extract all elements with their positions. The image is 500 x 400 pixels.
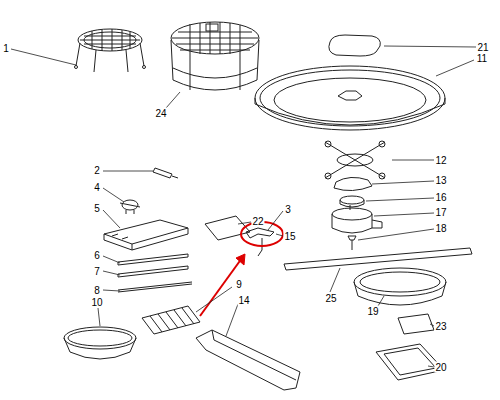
callout-number: 8 bbox=[93, 285, 101, 296]
callout-number: 23 bbox=[434, 321, 447, 332]
callout-number: 3 bbox=[284, 204, 292, 215]
roller-ring bbox=[325, 141, 385, 179]
tall-rack bbox=[171, 22, 259, 90]
highlight-arrow bbox=[200, 258, 242, 316]
callout-number: 25 bbox=[324, 293, 337, 304]
callout-number: 2 bbox=[93, 165, 101, 176]
wire-rack bbox=[142, 306, 200, 334]
bracket bbox=[246, 228, 274, 256]
callout-number: 1 bbox=[2, 43, 10, 54]
callout-number: 21 bbox=[476, 42, 489, 53]
callout-number: 4 bbox=[93, 182, 101, 193]
turntable-motor bbox=[332, 205, 382, 233]
callout-number: 14 bbox=[237, 295, 250, 306]
sensor-part bbox=[153, 168, 178, 178]
callout-number: 22 bbox=[251, 216, 264, 227]
callout-number: 11 bbox=[476, 53, 488, 64]
callout-number: 19 bbox=[366, 306, 379, 317]
callout-number: 5 bbox=[93, 203, 101, 214]
trim-strip bbox=[284, 248, 472, 270]
callout-number: 7 bbox=[93, 266, 101, 277]
callout-number: 15 bbox=[283, 231, 296, 242]
callout-number: 12 bbox=[434, 155, 447, 166]
oval-dish bbox=[354, 268, 446, 305]
callout-number: 13 bbox=[434, 175, 447, 186]
leader-lines bbox=[11, 46, 476, 367]
coupler bbox=[334, 177, 372, 190]
callout-number: 10 bbox=[90, 297, 103, 308]
callout-number: 24 bbox=[154, 108, 167, 119]
screw bbox=[348, 236, 356, 250]
callout-number: 18 bbox=[434, 223, 447, 234]
turntable-tray bbox=[255, 66, 445, 130]
callout-number: 17 bbox=[434, 207, 447, 218]
round-pan bbox=[64, 327, 136, 359]
callout-number: 20 bbox=[434, 362, 447, 373]
thermostat bbox=[120, 200, 140, 214]
highlight-arrowhead bbox=[236, 254, 245, 265]
rods bbox=[118, 254, 192, 292]
mode-stirrer-cover bbox=[329, 35, 380, 56]
callout-number: 9 bbox=[235, 279, 243, 290]
small-rack bbox=[75, 29, 146, 72]
pad bbox=[398, 314, 434, 334]
callout-number: 16 bbox=[434, 192, 447, 203]
callout-number: 6 bbox=[93, 250, 101, 261]
handle bbox=[196, 330, 300, 390]
spacer-disc bbox=[340, 196, 364, 207]
